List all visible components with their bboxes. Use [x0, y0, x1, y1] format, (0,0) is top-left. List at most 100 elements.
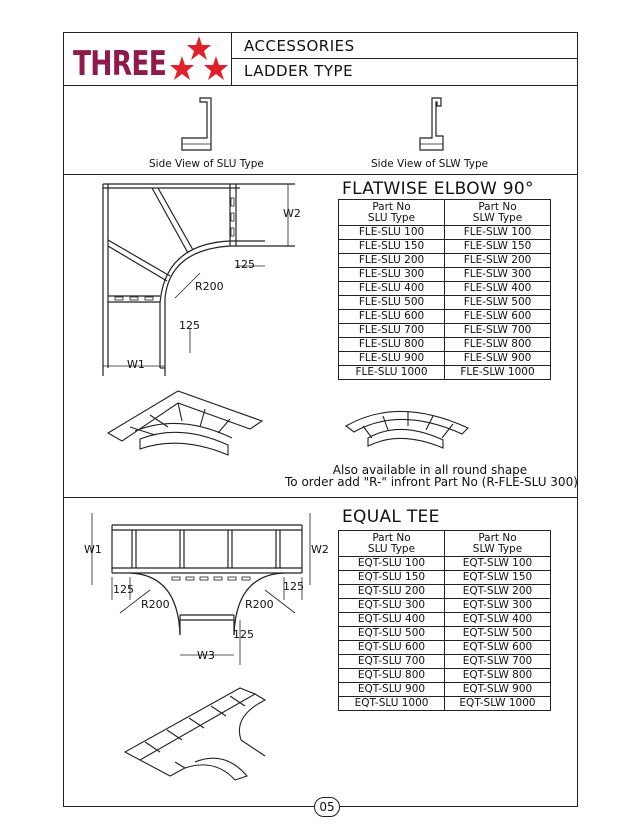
elbow-iso-drawing	[106, 390, 264, 456]
tee-dim-r200-right: R200	[245, 598, 274, 611]
logo: THREE	[63, 32, 232, 85]
table-cell: FLE-SLU 900	[338, 351, 445, 366]
tee-iso-drawing	[123, 687, 267, 781]
table-cell: FLE-SLU 200	[338, 253, 445, 268]
table-cell: EQT-SLW 100	[444, 556, 551, 571]
elbow-round-iso-drawing	[345, 410, 469, 449]
table-cell: EQT-SLW 500	[444, 626, 551, 641]
table-cell: FLE-SLW 800	[444, 337, 551, 352]
table-cell: FLE-SLW 700	[444, 323, 551, 338]
table-header-cell: Part No SLW Type	[444, 530, 551, 557]
table-cell: EQT-SLU 900	[338, 682, 445, 697]
slu-side-view-drawing	[181, 97, 212, 151]
header-subtitle: LADDER TYPE	[244, 62, 354, 80]
table-cell: EQT-SLW 700	[444, 654, 551, 669]
tee-title: EQUAL TEE	[342, 507, 440, 527]
table-cell: FLE-SLW 150	[444, 239, 551, 254]
tee-dim-125-right: 125	[283, 580, 304, 593]
elbow-title: FLATWISE ELBOW 90°	[342, 179, 534, 199]
tee-dim-w2: W2	[311, 543, 329, 556]
table-cell: EQT-SLU 600	[338, 640, 445, 655]
table-cell: FLE-SLW 500	[444, 295, 551, 310]
tee-dim-w3: W3	[197, 649, 215, 662]
slu-side-view-caption: Side View of SLU Type	[149, 158, 264, 170]
table-cell: FLE-SLW 1000	[444, 365, 551, 380]
table-cell: EQT-SLU 300	[338, 598, 445, 613]
table-cell: FLE-SLW 100	[444, 225, 551, 240]
table-cell: EQT-SLU 150	[338, 570, 445, 585]
table-cell: FLE-SLU 150	[338, 239, 445, 254]
elbow-note-line1: Also available in all round shape	[332, 463, 528, 477]
table-cell: EQT-SLW 1000	[444, 696, 551, 711]
table-header-cell: Part No SLU Type	[338, 530, 445, 557]
table-cell: FLE-SLU 400	[338, 281, 445, 296]
stars-icon	[170, 36, 228, 80]
table-cell: FLE-SLU 100	[338, 225, 445, 240]
table-cell: FLE-SLW 900	[444, 351, 551, 366]
elbow-dim-125-right: 125	[234, 258, 255, 271]
table-cell: EQT-SLW 900	[444, 682, 551, 697]
table-cell: EQT-SLU 100	[338, 556, 445, 571]
side-view-divider	[63, 174, 578, 175]
table-cell: EQT-SLW 150	[444, 570, 551, 585]
table-cell: EQT-SLU 400	[338, 612, 445, 627]
table-cell: FLE-SLU 700	[338, 323, 445, 338]
table-cell: FLE-SLW 300	[444, 267, 551, 282]
elbow-dim-125-bottom: 125	[179, 319, 200, 332]
header-title: ACCESSORIES	[244, 37, 355, 55]
elbow-divider	[63, 497, 578, 498]
logo-text: THREE	[73, 44, 167, 84]
tee-dim-125-bottom: 125	[233, 628, 254, 641]
elbow-note-line2: To order add "R-" infront Part No (R-FLE…	[285, 475, 578, 489]
page-number: 05	[314, 797, 340, 817]
table-cell: FLE-SLU 300	[338, 267, 445, 282]
table-header-cell: Part No SLW Type	[444, 199, 551, 226]
table-cell: EQT-SLU 500	[338, 626, 445, 641]
tee-dim-w1: W1	[84, 543, 102, 556]
table-cell: FLE-SLU 800	[338, 337, 445, 352]
table-cell: FLE-SLU 600	[338, 309, 445, 324]
table-cell: FLE-SLW 200	[444, 253, 551, 268]
table-cell: EQT-SLW 200	[444, 584, 551, 599]
elbow-dim-w2: W2	[283, 207, 301, 220]
table-cell: FLE-SLU 500	[338, 295, 445, 310]
tee-dim-125-left: 125	[113, 583, 134, 596]
slw-side-view-caption: Side View of SLW Type	[371, 158, 489, 170]
table-cell: EQT-SLW 300	[444, 598, 551, 613]
table-cell: FLE-SLW 400	[444, 281, 551, 296]
slw-side-view-drawing	[419, 97, 444, 151]
table-cell: FLE-SLW 600	[444, 309, 551, 324]
table-cell: EQT-SLW 400	[444, 612, 551, 627]
table-cell: EQT-SLW 800	[444, 668, 551, 683]
table-cell: EQT-SLW 600	[444, 640, 551, 655]
tee-plan-drawing	[91, 513, 311, 665]
header-divider	[63, 85, 578, 86]
table-cell: EQT-SLU 200	[338, 584, 445, 599]
table-header-cell: Part No SLU Type	[338, 199, 445, 226]
elbow-dim-r200: R200	[195, 280, 224, 293]
table-cell: FLE-SLU 1000	[338, 365, 445, 380]
